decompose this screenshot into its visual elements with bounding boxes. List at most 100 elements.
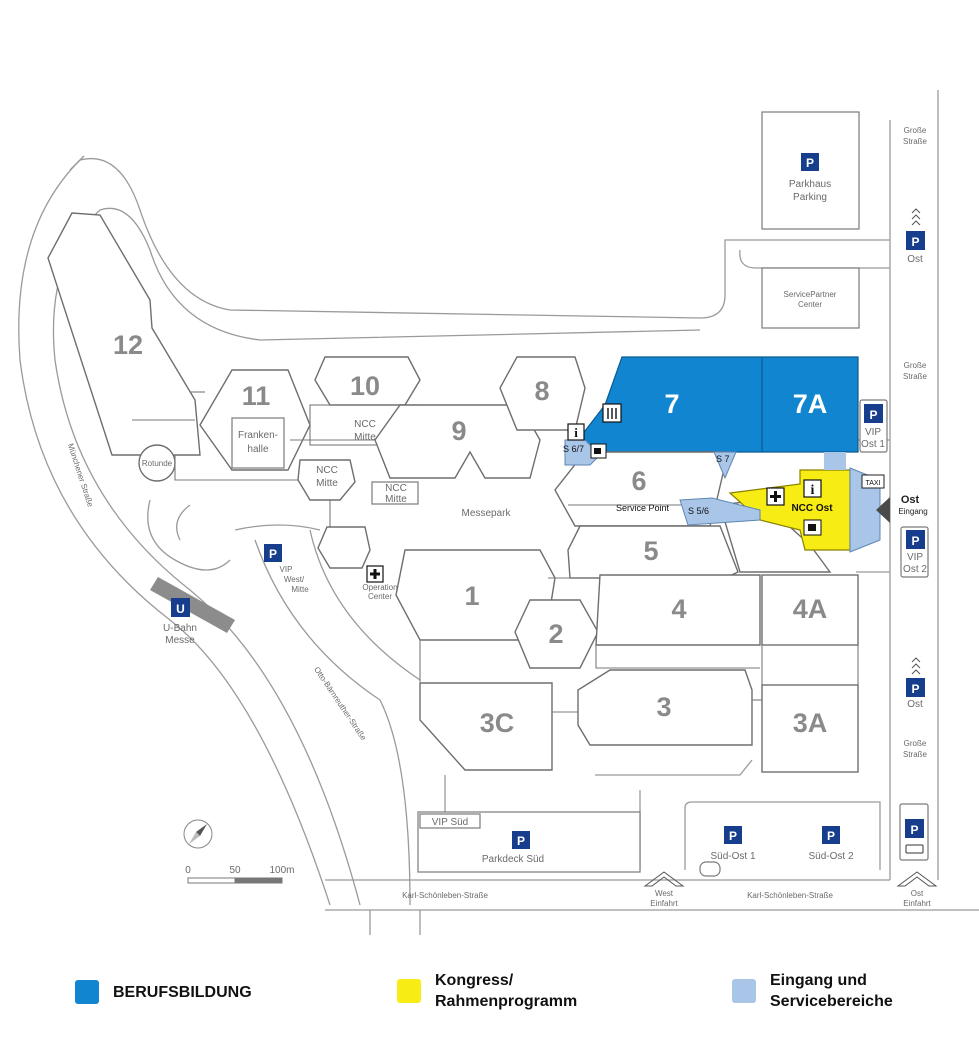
service-ncc-link — [824, 452, 846, 470]
grosse-strasse-1b: Straße — [903, 137, 928, 146]
karl-stubs — [369, 910, 421, 935]
vip-west-loop — [234, 524, 321, 531]
ost-entrance-label: Ost — [901, 494, 920, 506]
parkdeck-p-icon — [512, 831, 530, 849]
north-spur — [739, 249, 890, 269]
parkhaus-p-icon — [801, 153, 819, 171]
operation-center-label-2: Center — [368, 592, 392, 601]
legend: BERUFSBILDUNG Kongress/ Rahmenprogramm E… — [0, 968, 979, 1028]
sued-ost1-label: Süd-Ost 1 — [710, 851, 755, 862]
legend-berufsbildung: BERUFSBILDUNG — [75, 980, 252, 1004]
otto-strasse-left — [254, 539, 411, 906]
service-s56 — [679, 497, 761, 526]
ncc-mitte-lower — [297, 459, 356, 501]
frankenhalle-label-2: halle — [247, 444, 269, 455]
hall-4a — [761, 574, 859, 646]
servicepartner-building — [761, 267, 860, 329]
halls — [47, 212, 890, 773]
legend-label-berufsbildung: BERUFSBILDUNG — [113, 983, 252, 1001]
s67-label: S 6/7 — [563, 444, 584, 454]
ncc-ost-info-glyph: i — [811, 483, 815, 498]
hall-6-number: 6 — [631, 466, 646, 496]
scale-bar: 0 50 100m — [185, 865, 295, 884]
roundabout-inner — [176, 504, 191, 541]
messepark-label: Messepark — [462, 508, 512, 519]
legend-swatch-service — [732, 979, 756, 1003]
ost-einfahrt-icon — [896, 871, 938, 887]
muenchener-strasse-outer — [18, 159, 331, 906]
hall-3c-number: 3C — [480, 708, 515, 738]
ncc-ost-coffee-glyph — [808, 524, 816, 531]
vip-west-p-letter: P — [269, 547, 277, 561]
info-icon — [567, 423, 585, 441]
vip-ost1-label-1: VIP — [865, 427, 881, 438]
hall-12-number: 12 — [113, 330, 143, 360]
vip-sued-label: VIP Süd — [432, 817, 469, 828]
hall-4 — [595, 574, 761, 646]
ubahn-u-letter: U — [176, 602, 185, 616]
parkdeck-sued-label: Parkdeck Süd — [482, 854, 544, 865]
hall-5-number: 5 — [643, 536, 658, 566]
ncc-mitte-box-1: NCC — [385, 483, 407, 494]
muenchener-strasse-inner — [52, 209, 361, 906]
hall-4-number: 4 — [671, 594, 686, 624]
building-labels: Franken- halle Rotunde NCC Mitte NCC Mit… — [142, 179, 928, 601]
legend-service: Eingang und Servicebereiche — [732, 970, 893, 1012]
hall-7a-number: 7A — [793, 389, 828, 419]
compass-circle — [183, 819, 213, 849]
otto-strasse-right — [309, 529, 421, 681]
first-aid-icon-glyph — [770, 491, 781, 502]
vip-ost1-p-icon — [864, 404, 883, 423]
sued-ost2-label: Süd-Ost 2 — [808, 851, 853, 862]
compass — [183, 819, 213, 849]
roundabout-road — [147, 499, 231, 571]
hall-numbers: 12 11 10 9 8 7 7A 6 5 4 4A 3 3A 3C 2 1 — [113, 330, 827, 738]
restaurant-icon-glyph — [607, 408, 617, 419]
scale-segment-1 — [187, 877, 236, 884]
ubahn-u-icon — [171, 598, 190, 617]
hall-11-number: 11 — [242, 381, 271, 411]
hall-10-number: 10 — [350, 371, 380, 401]
parkhaus-label-1: Parkhaus — [789, 179, 831, 190]
operation-center-label-1: Operation — [362, 583, 397, 592]
p-ost-bottom-icon — [906, 678, 925, 697]
sued-ost-lot — [684, 801, 881, 870]
west-einfahrt-icon — [643, 871, 685, 887]
grosse-strasse-3b: Straße — [903, 750, 928, 759]
grosse-strasse-3a: Große — [904, 739, 927, 748]
vip-ost2-p-icon — [906, 530, 925, 549]
link-11-rot — [174, 455, 300, 481]
west-einfahrt-label-2: Einfahrt — [650, 899, 678, 908]
taxi-sign — [861, 474, 885, 489]
ost-eingang-label: Eingang — [898, 507, 927, 516]
hall-4-lower — [595, 645, 760, 669]
bus-p-letter: P — [910, 823, 918, 837]
ncc-mitte-left-2: Mitte — [316, 478, 338, 489]
hall-1-number: 1 — [464, 581, 479, 611]
hall-2-number: 2 — [548, 619, 563, 649]
hall-8-number: 8 — [534, 376, 549, 406]
legend-swatch-berufsbildung — [75, 980, 99, 1004]
sued-ost2-p-icon — [822, 826, 840, 844]
bus-icon — [905, 844, 924, 854]
parking-signs: P P Ost P VIP Ost 1 P VIP Ost 2 P Ost P … — [150, 153, 927, 865]
ost-einfahrt-label-1: Ost — [911, 889, 924, 898]
p-ost-bottom-label: Ost — [907, 699, 923, 710]
ost-einfahrt-label-2: Einfahrt — [903, 899, 931, 908]
p-ost-top-icon — [906, 231, 925, 250]
hall-3-number: 3 — [656, 692, 671, 722]
servicepartner-label-1: ServicePartner — [784, 290, 837, 299]
ncc-mitte-top-2: Mitte — [354, 432, 376, 443]
scale-segment-2 — [234, 877, 283, 884]
bus-p-icon — [905, 819, 924, 838]
ncc-mitte-top-1: NCC — [354, 419, 376, 430]
ubahn-platform — [150, 577, 235, 633]
parkhaus-p-letter: P — [806, 156, 814, 170]
small-kiosk — [699, 861, 721, 877]
info-icon-glyph: i — [574, 425, 578, 440]
vip-west-label-2: West/ — [284, 575, 305, 584]
s56-label: S 5/6 — [688, 506, 709, 516]
vip-west-label-3: Mitte — [291, 585, 309, 594]
operation-first-aid-glyph — [370, 569, 380, 579]
small-hex — [317, 526, 371, 569]
